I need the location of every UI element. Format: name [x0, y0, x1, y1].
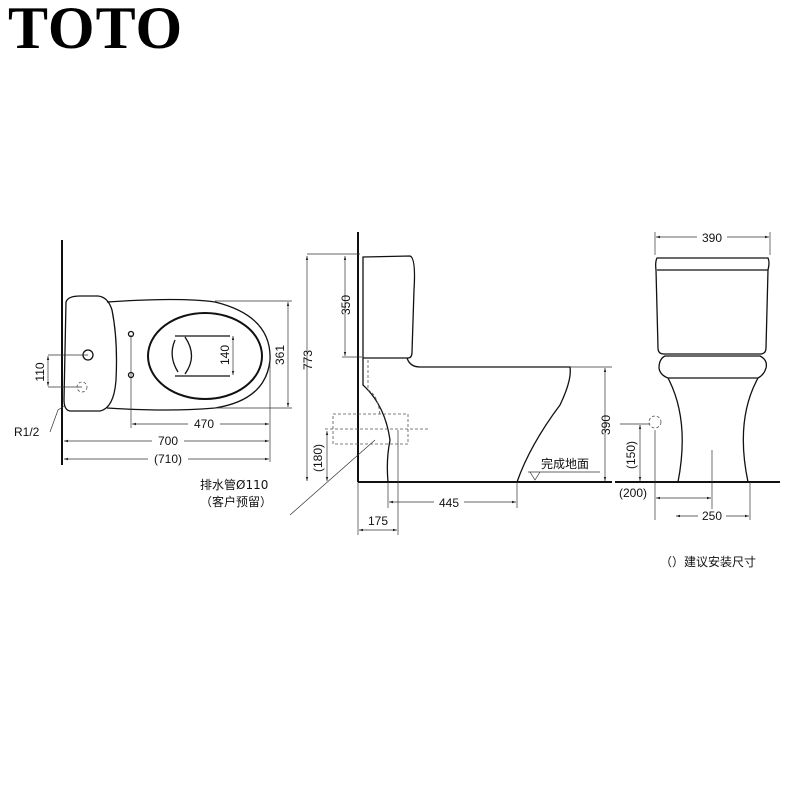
- dim-390: 390: [599, 415, 613, 435]
- tank-top: [63, 295, 118, 412]
- tank-front: [655, 257, 770, 355]
- floor-label: 完成地面: [541, 456, 589, 471]
- dim-390-width: 390: [702, 231, 722, 245]
- drain-label: 排水管Ø110: [200, 477, 268, 492]
- top-view: 110 140 361 470 700 (710) R1/2: [14, 240, 292, 466]
- bowl-back: [362, 358, 391, 483]
- dim-250: 250: [702, 509, 722, 523]
- side-view: 773 350 390 (180) 445 175 完成地面 排水管Ø110 （…: [200, 232, 613, 535]
- dim-350: 350: [339, 295, 353, 315]
- bowl-outline: [106, 298, 271, 411]
- outlet: [171, 335, 230, 377]
- dim-445: 445: [439, 496, 459, 510]
- bowl-side: [406, 357, 571, 483]
- dim-773: 773: [301, 350, 315, 370]
- dim-140: 140: [218, 345, 232, 365]
- dim-110: 110: [33, 362, 47, 381]
- bowl-front: [667, 377, 759, 483]
- front-view: 390 (150) (200) 250: [615, 230, 780, 523]
- tank-side: [362, 255, 416, 359]
- seat-front: [658, 355, 768, 379]
- r12-label: R1/2: [14, 425, 40, 439]
- dim-710: (710): [154, 452, 182, 466]
- dim-175: 175: [368, 514, 388, 528]
- dim-470: 470: [194, 417, 214, 431]
- toto-logo: TOTO: [8, 0, 184, 61]
- dim-150: (150): [624, 441, 638, 469]
- bowl-rim: [147, 312, 263, 400]
- dim-361: 361: [273, 345, 287, 365]
- dim-700: 700: [158, 434, 178, 448]
- legend-text: （）建议安装尺寸: [660, 554, 756, 569]
- dim-200: (200): [619, 486, 647, 500]
- drain-note: （客户预留）: [200, 494, 272, 509]
- dim-180: (180): [311, 444, 325, 472]
